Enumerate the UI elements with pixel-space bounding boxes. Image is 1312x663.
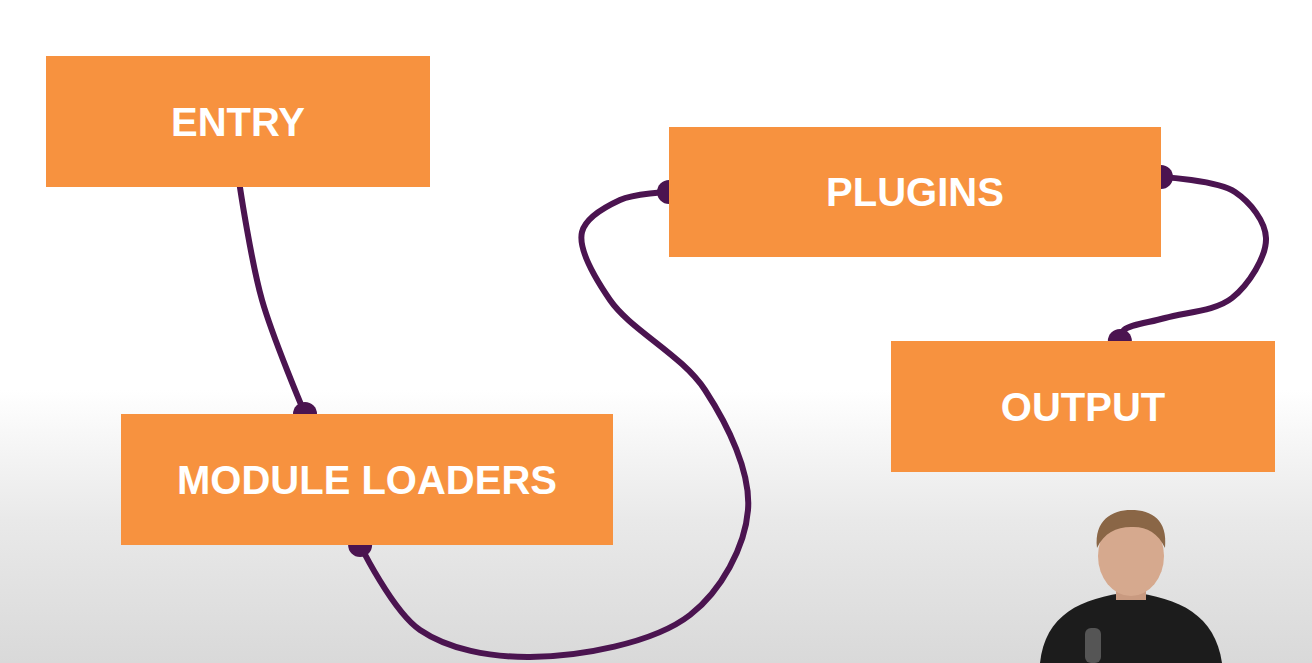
box-label: ENTRY bbox=[171, 100, 305, 144]
process-box: PLUGINS bbox=[669, 127, 1161, 257]
box-label: MODULE LOADERS bbox=[177, 458, 557, 502]
box-label: PLUGINS bbox=[826, 170, 1004, 214]
presenter-figure bbox=[1040, 510, 1222, 663]
shirt bbox=[1040, 592, 1222, 663]
process-box: OUTPUT bbox=[891, 341, 1275, 472]
hair bbox=[1097, 510, 1166, 548]
process-box: MODULE LOADERS bbox=[121, 414, 613, 545]
microphone bbox=[1085, 628, 1101, 663]
process-box: ENTRY bbox=[46, 56, 430, 187]
box-label: OUTPUT bbox=[1001, 385, 1165, 429]
connector-line bbox=[240, 187, 305, 414]
